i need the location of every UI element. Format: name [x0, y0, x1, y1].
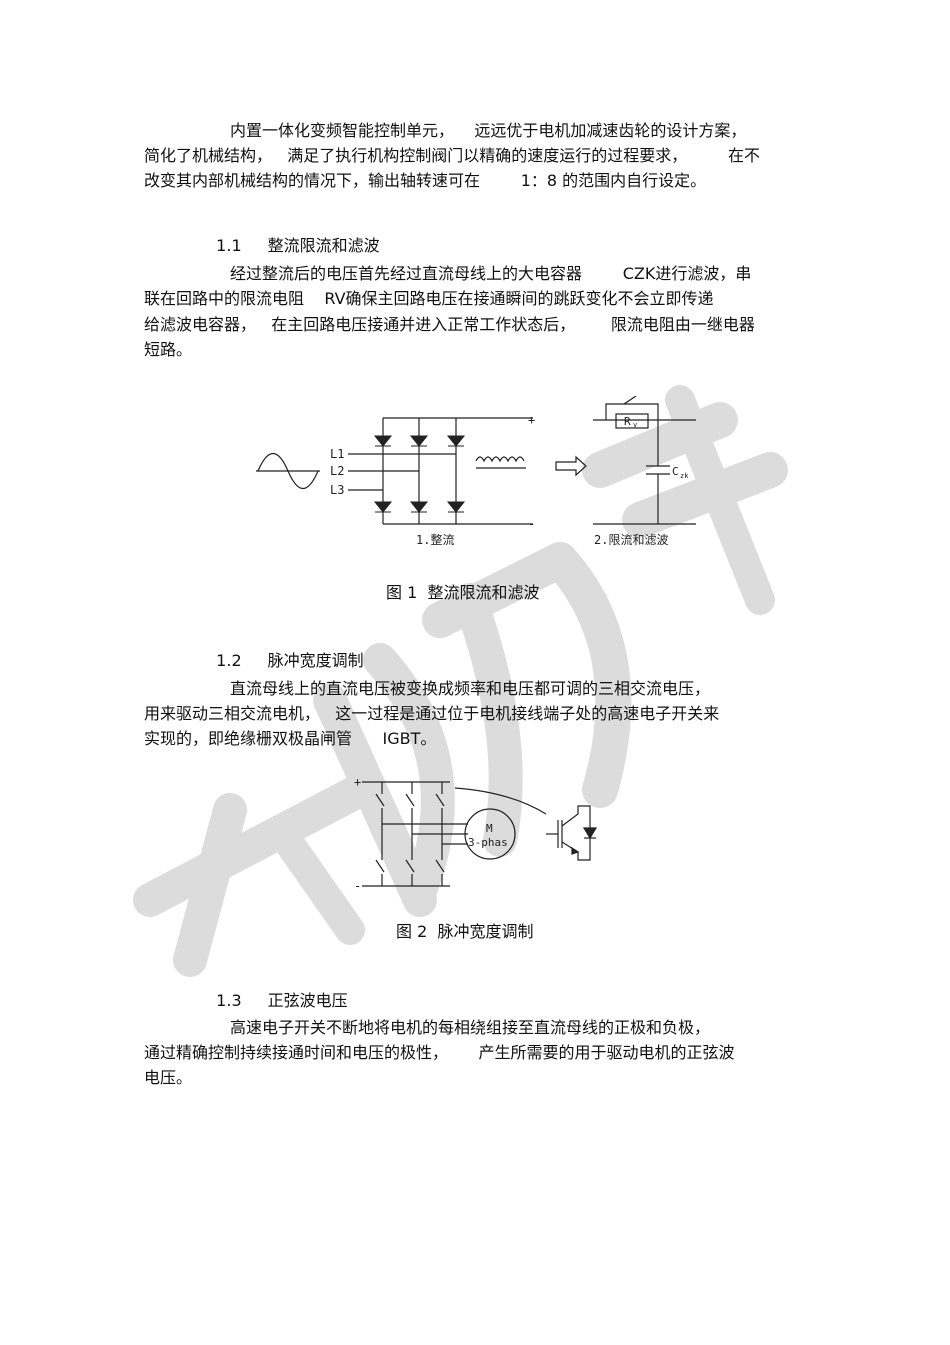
- paragraph-line: 简化了机械结构， 满足了执行机构控制阀门以精确的速度运行的过程要求， 在不: [144, 146, 760, 165]
- figure-pwm: + - M 3-phas: [354, 775, 598, 893]
- paragraph-line: 实现的，即绝缘栅双极晶闸管 IGBT。: [144, 729, 437, 748]
- paragraph-line: 电压。: [144, 1068, 193, 1087]
- paragraph-line: 直流母线上的直流电压被变换成频率和电压都可调的三相交流电压，: [230, 679, 711, 698]
- paragraph-line: 联在回路中的限流电阻 RV确保主回路电压在接通瞬间的跳跃变化不会立即传递: [144, 289, 714, 308]
- label-plus: +: [528, 413, 535, 427]
- motor-icon: [464, 808, 516, 860]
- paragraph-line: 改变其内部机械结构的情况下，输出轴转速可在 1：8 的范围内自行设定。: [144, 171, 707, 190]
- paragraph-line: 内置一体化变频智能控制单元， 远远优于电机加减速齿轮的设计方案，: [230, 121, 747, 140]
- diode-icon: [373, 435, 393, 447]
- diode-icon: [446, 501, 466, 513]
- section-heading: 1.1 整流限流和滤波: [206, 216, 380, 256]
- figure-caption: 图 1 整流限流和滤波: [386, 583, 540, 602]
- label-plus: +: [354, 775, 361, 789]
- label-minus: -: [354, 879, 361, 893]
- section-title: 整流限流和滤波: [267, 236, 380, 255]
- paragraph-line: 短路。: [144, 340, 193, 359]
- paragraph-line: 经过整流后的电压首先经过直流母线上的大电容器 CZK进行滤波，串: [230, 264, 752, 283]
- paragraph-line: 给滤波电容器， 在主回路电压接通并进入正常工作状态后， 限流电阻由一继电器: [144, 315, 755, 334]
- diode-icon: [446, 435, 466, 447]
- label-rv-sub: v: [633, 421, 637, 429]
- label-l2: L2: [330, 464, 344, 478]
- label-czk-sub: zk: [680, 472, 689, 480]
- label-l1: L1: [330, 447, 344, 461]
- figure-sublabel: 2.限流和滤波: [594, 533, 668, 547]
- paragraph-line: 高速电子开关不断地将电机的每相绕组接至直流母线的正极和负极，: [230, 1018, 711, 1037]
- section-heading: 1.3 正弦波电压: [206, 971, 348, 1011]
- paragraph-line: 用来驱动三相交流电机， 这一过程是通过位于电机接线端子处的高速电子开关来: [144, 704, 720, 723]
- figure-rectifier-filter: L1 L2 L3 + - R v C zk 1.整流 2.限流和滤波: [256, 396, 696, 547]
- section-heading: 1.2 脉冲宽度调制: [206, 631, 364, 671]
- label-rv: R: [624, 415, 631, 428]
- figure-sublabel: 1.整流: [416, 532, 454, 547]
- motor-label: M: [486, 822, 493, 835]
- section-title: 脉冲宽度调制: [267, 651, 364, 670]
- diode-icon: [409, 501, 429, 513]
- label-l3: L3: [330, 483, 344, 497]
- diode-icon: [409, 435, 429, 447]
- diode-icon: [373, 501, 393, 513]
- section-number: 1.2: [216, 651, 242, 670]
- section-number: 1.1: [216, 236, 242, 255]
- motor-phase-label: 3-phas: [468, 836, 508, 849]
- section-number: 1.3: [216, 991, 242, 1010]
- resistor-rv: [615, 413, 649, 429]
- label-czk: C: [672, 465, 679, 478]
- igbt-icon: [546, 805, 598, 861]
- paragraph-line: 通过精确控制持续接通时间和电压的极性， 产生所需要的用于驱动电机的正弦波: [144, 1043, 735, 1062]
- figure-caption: 图 2 脉冲宽度调制: [396, 922, 534, 941]
- section-title: 正弦波电压: [267, 991, 348, 1010]
- label-minus: -: [528, 517, 535, 531]
